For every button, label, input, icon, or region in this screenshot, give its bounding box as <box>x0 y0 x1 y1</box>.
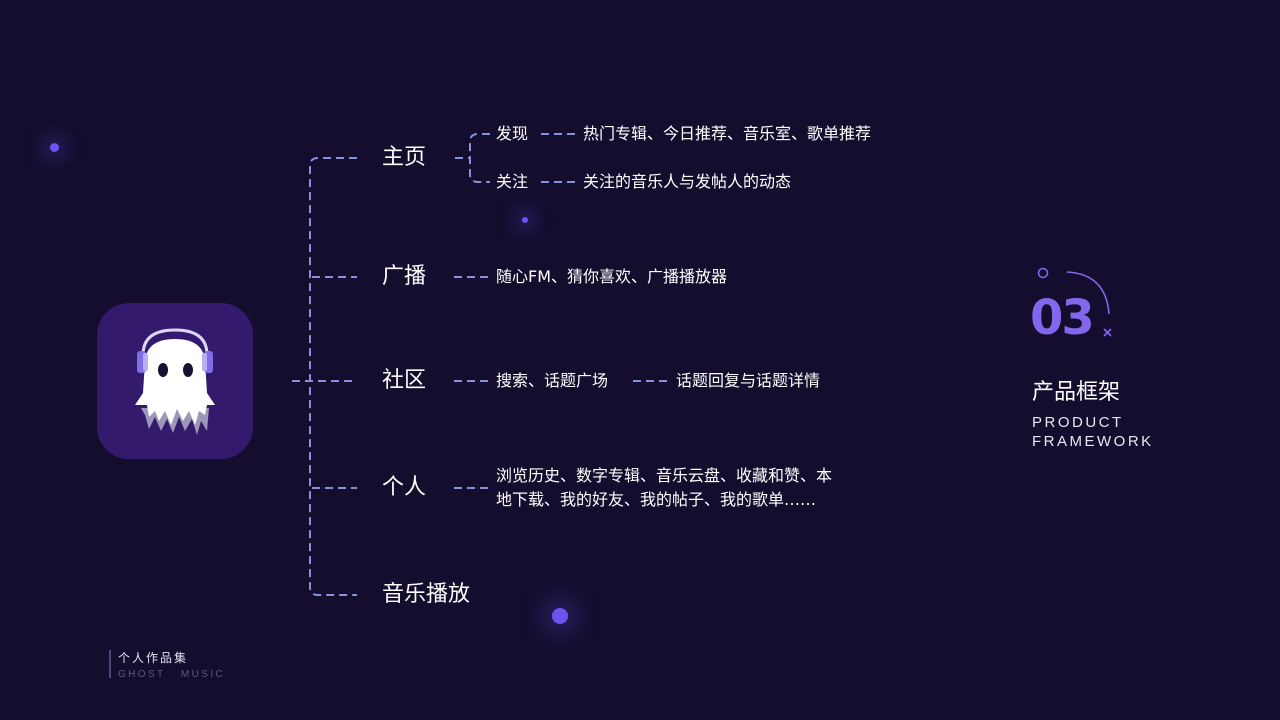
section-subtitle-line1: PRODUCT <box>1032 414 1124 431</box>
follow-detail: 关注的音乐人与发帖人的动态 <box>583 172 792 191</box>
radio-detail: 随心FM、猜你喜欢、广播播放器 <box>496 267 728 286</box>
section-subtitle-line2: FRAMEWORK <box>1032 433 1154 450</box>
node-community: 社区 <box>382 368 427 393</box>
decorative-dot <box>50 143 59 152</box>
section-number: 03 <box>1030 290 1095 346</box>
personal-detail-line2: 地下载、我的好友、我的帖子、我的歌单…… <box>496 490 817 509</box>
node-home: 主页 <box>382 145 427 170</box>
node-radio: 广播 <box>382 264 427 289</box>
footer-subtitle: GHOST MUSIC <box>118 669 226 680</box>
community-detail: 搜索、话题广场 <box>496 371 609 390</box>
subnode-discover: 发现 <box>496 124 529 143</box>
footer-title: 个人作品集 <box>118 651 189 665</box>
section-subtitle: PRODUCT FRAMEWORK <box>1032 413 1154 451</box>
node-music-playback: 音乐播放 <box>382 582 471 607</box>
decorative-dot <box>522 217 528 223</box>
footer-divider <box>109 650 111 678</box>
section-title: 产品框架 <box>1032 380 1121 405</box>
section-decoration <box>1037 267 1112 337</box>
node-personal: 个人 <box>382 475 427 500</box>
ghost-headphones-icon <box>135 328 215 435</box>
app-icon <box>97 303 253 459</box>
decorative-dot <box>552 608 568 624</box>
personal-detail-line1: 浏览历史、数字专辑、音乐云盘、收藏和赞、本 <box>496 466 833 485</box>
discover-detail: 热门专辑、今日推荐、音乐室、歌单推荐 <box>583 124 872 143</box>
subnode-follow: 关注 <box>496 172 529 191</box>
community-detail-2: 话题回复与话题详情 <box>676 371 821 390</box>
